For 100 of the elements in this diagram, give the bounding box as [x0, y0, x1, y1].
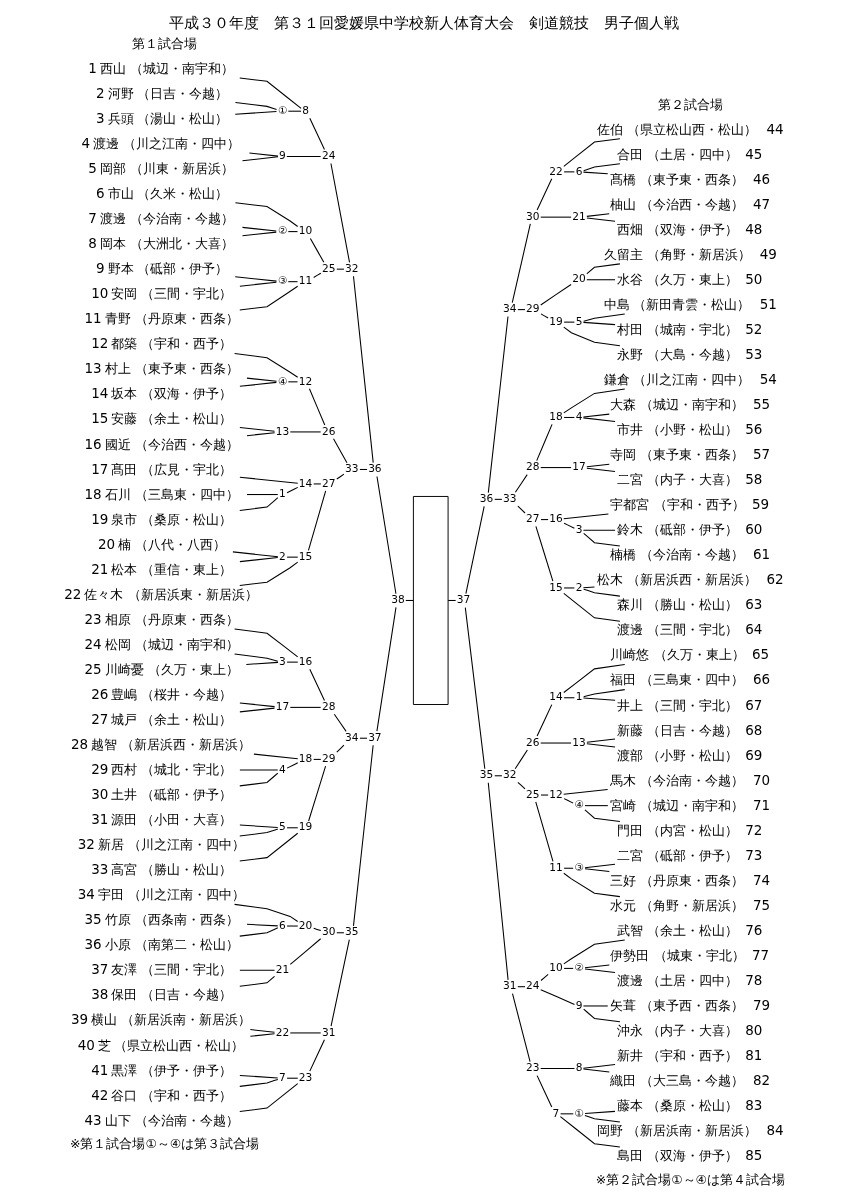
connector — [234, 276, 277, 282]
node-text: 24 — [321, 149, 336, 162]
connector — [582, 417, 616, 423]
connector — [584, 1110, 616, 1115]
connector — [239, 557, 279, 563]
node-text: 柚山 （今治西・今越） 47 — [610, 195, 771, 212]
node-text: 鈴木 （砥部・伊予） 60 — [617, 521, 763, 538]
node-text: ② — [574, 961, 584, 974]
connector — [239, 281, 277, 287]
connector — [540, 1068, 575, 1070]
connector — [540, 283, 572, 306]
connector — [517, 505, 526, 514]
connector — [330, 163, 351, 263]
node-text: 34 — [502, 302, 517, 315]
connector — [563, 138, 621, 167]
node-text: 宮崎 （城辺・南宇和） 71 — [610, 796, 771, 813]
connector — [286, 486, 299, 494]
connector — [582, 321, 616, 326]
connector — [234, 101, 278, 111]
node-text: 27 城戸 （余土・松山） — [91, 710, 233, 727]
connector — [239, 426, 276, 432]
node-text: 4 — [575, 410, 583, 423]
node-text: 5 — [575, 314, 583, 327]
node-text: 5 — [279, 820, 286, 833]
node-text: 33 高宮 （勝山・松山） — [91, 861, 233, 878]
node-text: 鎌倉 （川之江南・四中） 54 — [603, 370, 777, 387]
connector — [582, 1068, 610, 1073]
connector — [248, 152, 279, 157]
connector — [511, 223, 531, 304]
node-text: 7 — [552, 1106, 560, 1119]
node-text: 15 安藤 （余土・松山） — [91, 410, 233, 427]
connector — [540, 973, 549, 982]
node-text: 38 — [391, 593, 405, 606]
connector — [239, 927, 279, 937]
connector — [560, 1113, 574, 1115]
node-text: 西畑 （双海・伊予） 48 — [617, 220, 763, 237]
label: 第２試合場 — [657, 96, 723, 112]
node-text: 38 保田 （日吉・今越） — [91, 986, 233, 1003]
node-text: 久留主 （角野・新居浜） 49 — [603, 245, 777, 262]
connector — [234, 903, 299, 922]
connector — [563, 388, 626, 414]
node-text: 21 松本 （重信・東上） — [91, 560, 233, 577]
node-text: 26 豊嶋 （桜井・今越） — [91, 685, 233, 702]
connector — [239, 77, 302, 109]
connector — [287, 281, 299, 283]
connector — [249, 1033, 276, 1037]
node-text: ① — [574, 1106, 584, 1119]
node-text: 24 松岡 （城辺・南宇和） — [84, 635, 239, 652]
node-text: 34 — [345, 730, 359, 743]
connector — [511, 993, 531, 1063]
node-text: 14 — [549, 690, 563, 703]
node-text: 31 — [321, 1025, 336, 1038]
connector — [239, 828, 279, 837]
node-text: 30 土井 （砥部・伊予） — [91, 786, 233, 803]
node-text: 渡部 （小野・松山） 69 — [617, 746, 763, 763]
connector — [464, 607, 486, 770]
connector — [536, 423, 553, 462]
node-text: 19 — [298, 820, 313, 833]
node-text: 37 — [368, 730, 382, 743]
connector — [308, 765, 327, 822]
node-text: 9 — [575, 998, 583, 1011]
node-text: 26 — [321, 424, 336, 437]
node-text: 7 — [279, 1070, 286, 1083]
node-box — [412, 495, 449, 705]
connector — [234, 628, 299, 658]
connector — [536, 704, 553, 737]
node-text: 2 — [575, 580, 583, 593]
label: 第１試合場 — [131, 36, 197, 52]
connector — [536, 1075, 553, 1108]
node-text: 佐伯 （県立松山西・松山） 44 — [596, 120, 784, 137]
connector — [559, 1116, 621, 1148]
connector — [584, 805, 609, 807]
connector — [307, 490, 327, 551]
connector — [584, 863, 616, 869]
connector — [563, 522, 575, 529]
node-text: 23 — [526, 1061, 540, 1074]
node-text: 29 西村 （城北・宇北） — [91, 761, 233, 778]
node-text: 3 — [575, 522, 583, 535]
connector — [239, 476, 299, 484]
connector — [586, 738, 616, 743]
connector — [563, 867, 574, 869]
node-text: 36 — [479, 492, 494, 505]
node-text: 川崎悠 （久万・東上） 65 — [610, 646, 770, 663]
connector — [286, 827, 299, 829]
connector — [586, 213, 610, 217]
node-text: 19 泉市 （桑原・松山） — [91, 510, 233, 527]
node-text: ② — [277, 224, 288, 237]
node-text: 24 — [526, 979, 540, 992]
connector — [289, 706, 322, 708]
node-text: 15 — [549, 580, 563, 593]
connector — [309, 1039, 325, 1072]
connector — [308, 388, 326, 426]
connector — [239, 1083, 299, 1112]
node-text: 28 — [526, 460, 540, 473]
node-text: 沖永 （内子・大喜） 80 — [617, 1022, 763, 1039]
connector — [563, 939, 626, 965]
connector — [246, 494, 279, 496]
node-text: 34 宇田 （川之江南・四中） — [77, 886, 245, 903]
node-text: 楠橋 （今治南・今越） 61 — [610, 546, 771, 563]
node-text: 矢葺 （東予西・西条） 79 — [610, 997, 771, 1014]
